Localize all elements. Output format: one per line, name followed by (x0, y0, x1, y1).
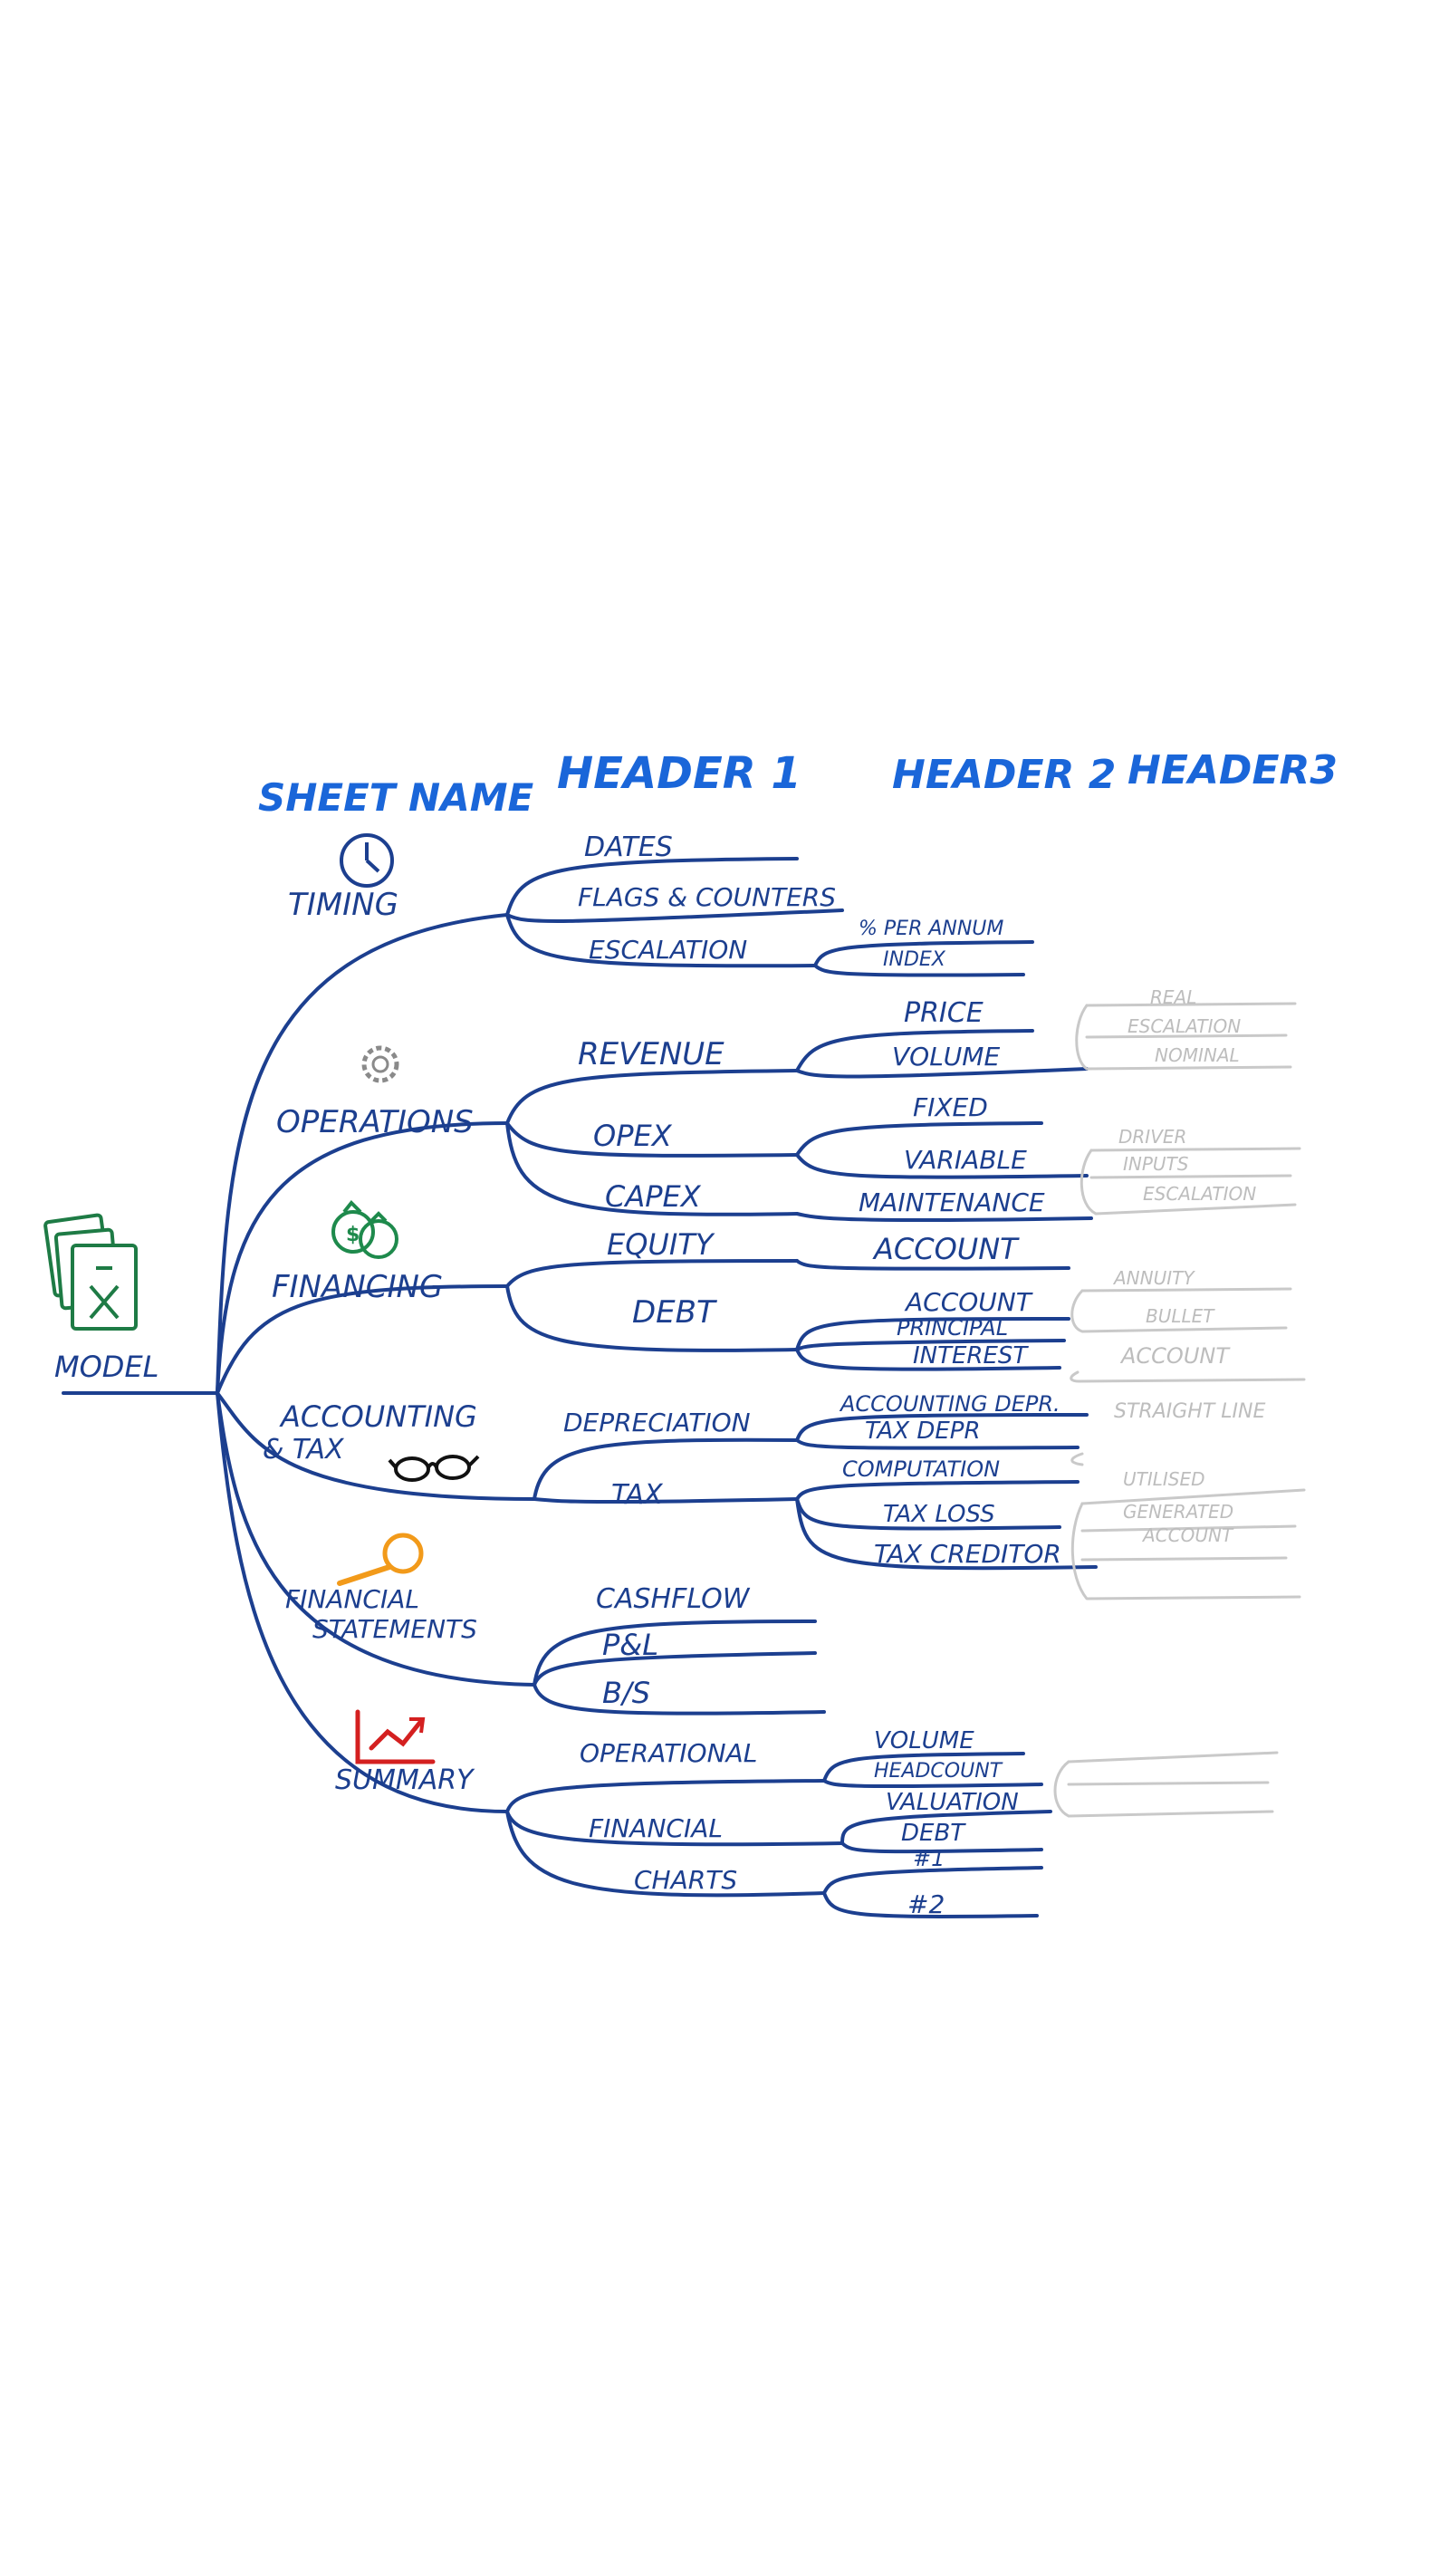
gear-icon (361, 1045, 399, 1083)
money-bags-icon: $ (331, 1200, 398, 1259)
item-headcount: HEADCOUNT (874, 1760, 1003, 1783)
item-operational: OPERATIONAL (580, 1738, 757, 1768)
item-accounting-depr: ACCOUNTING DEPR. (839, 1391, 1060, 1417)
item-capex: CAPEX (605, 1179, 702, 1214)
sheet-label-accounting-tax: & TAX (263, 1434, 345, 1466)
item-tax: TAX (611, 1479, 664, 1511)
sheet-label-operations: OPERATIONS (276, 1104, 474, 1140)
item-charts: CHARTS (634, 1865, 737, 1895)
glasses-icon (388, 1455, 480, 1482)
sheet-label-accounting: ACCOUNTING (279, 1399, 477, 1434)
item-bs: B/S (602, 1676, 650, 1710)
item-bullet: BULLET (1146, 1305, 1215, 1327)
item-debt-account: ACCOUNT (904, 1287, 1033, 1317)
branch-operations (216, 1121, 509, 1395)
item-variable: VARIABLE (904, 1145, 1027, 1175)
item-fixed: FIXED (913, 1092, 988, 1122)
item-driver: DRIVER (1118, 1126, 1186, 1148)
item-tax-creditor: TAX CREDITOR (874, 1539, 1061, 1569)
sheet-label-timing: TIMING (288, 887, 398, 923)
item-pl: P&L (602, 1628, 658, 1662)
item-escalation: ESCALATION (589, 935, 747, 965)
item-inputs: INPUTS (1123, 1153, 1189, 1175)
sheet-label-summary: SUMMARY (335, 1764, 475, 1796)
item-cashflow: CASHFLOW (596, 1583, 751, 1615)
item-tax-loss: TAX LOSS (883, 1501, 995, 1528)
item-real: REAL (1150, 986, 1196, 1008)
branch-financial-statements (216, 1391, 536, 1687)
item-principal: PRINCIPAL (897, 1315, 1008, 1341)
item-interest: INTEREST (913, 1342, 1029, 1370)
root-label: MODEL (54, 1350, 158, 1384)
sheet-label-financing: FINANCING (272, 1269, 443, 1305)
item-interest-account: ACCOUNT (1119, 1343, 1231, 1369)
item-financial: FINANCIAL (589, 1813, 723, 1843)
item-valuation: VALUATION (886, 1789, 1019, 1816)
trend-chart-icon (355, 1709, 436, 1764)
item-price: PRICE (904, 997, 984, 1029)
magnifier-icon (337, 1533, 424, 1586)
branch-accounting-tax (216, 1391, 536, 1501)
sheet-label-statements: STATEMENTS (312, 1614, 477, 1644)
item-depreciation: DEPRECIATION (563, 1408, 751, 1437)
branch-financing (216, 1284, 509, 1395)
item-chart-1: #1 (913, 1846, 945, 1871)
header-1: HEADER 1 (557, 748, 801, 799)
item-annuity: ANNUITY (1112, 1267, 1195, 1289)
item-revenue: REVENUE (578, 1036, 724, 1072)
item-debt-summary: DEBT (901, 1820, 966, 1847)
branch-summary (216, 1391, 509, 1813)
item-maintenance: MAINTENANCE (859, 1187, 1045, 1217)
item-equity-account: ACCOUNT (872, 1232, 1020, 1266)
clock-icon (340, 833, 394, 888)
item-chart-2: #2 (907, 1889, 945, 1919)
item-utilised: UTILISED (1123, 1468, 1205, 1490)
item-debt: DEBT (632, 1294, 717, 1331)
excel-stack-icon (43, 1213, 138, 1331)
header-2: HEADER 2 (892, 752, 1116, 798)
svg-text:$: $ (346, 1224, 360, 1246)
item-escalation-ops: ESCALATION (1128, 1015, 1241, 1037)
item-tax-loss-account: ACCOUNT (1141, 1524, 1234, 1546)
item-volume-summary: VOLUME (874, 1727, 974, 1754)
item-flags-counters: FLAGS & COUNTERS (578, 882, 836, 912)
item-computation: COMPUTATION (842, 1456, 1000, 1482)
sheet-label-financial: FINANCIAL (285, 1584, 419, 1614)
header-sheet-name: SHEET NAME (258, 775, 534, 820)
item-index: INDEX (883, 948, 946, 971)
item-dates: DATES (584, 831, 673, 863)
item-opex: OPEX (593, 1119, 673, 1153)
header-3: HEADER3 (1128, 747, 1338, 793)
item-volume: VOLUME (892, 1042, 1000, 1072)
item-equity: EQUITY (607, 1227, 715, 1262)
item-straight-line: STRAIGHT LINE (1114, 1400, 1265, 1423)
item-per-annum: % PER ANNUM (859, 918, 1003, 940)
item-generated: GENERATED (1123, 1501, 1233, 1523)
item-tax-depr: TAX DEPR (865, 1418, 981, 1445)
item-nominal: NOMINAL (1155, 1044, 1240, 1066)
item-escalation-driver: ESCALATION (1143, 1183, 1256, 1205)
branch-timing (216, 913, 509, 1395)
